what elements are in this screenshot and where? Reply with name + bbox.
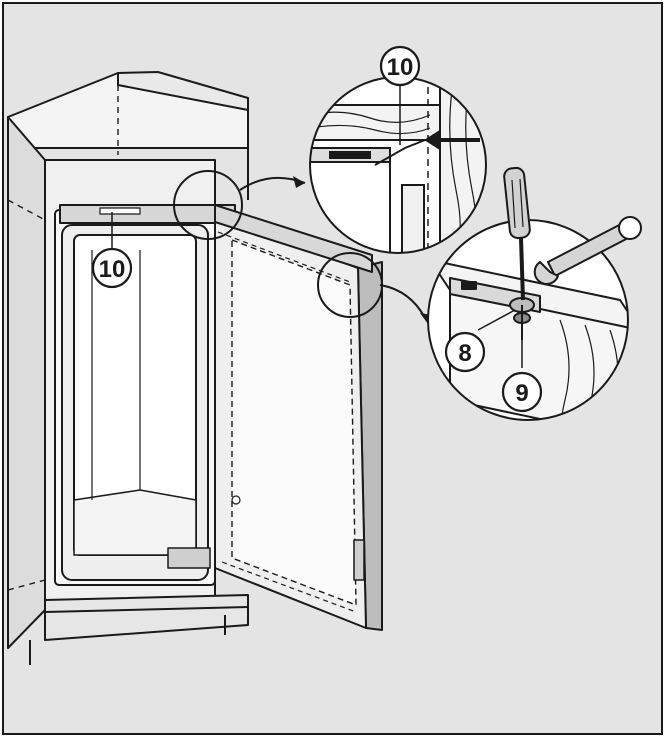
detail-top-arrow-head — [424, 129, 441, 151]
hidden-line-1 — [7, 199, 46, 221]
zoom-circle-top-hinge — [173, 170, 243, 240]
screwdriver-grip-1 — [511, 179, 516, 229]
screwdriver-icon — [503, 166, 531, 301]
screwdriver-handle — [503, 166, 531, 240]
plinth-edge — [44, 606, 249, 613]
screwdriver-shaft — [519, 237, 525, 301]
door-inner-panel — [231, 239, 357, 606]
hinge-wood-grain-1 — [559, 319, 576, 420]
label-8-circle — [444, 331, 486, 373]
wood-grain-2 — [310, 124, 431, 135]
door-dash-bottom — [221, 561, 357, 613]
wrench-jaw — [533, 261, 559, 285]
top-rail — [59, 204, 236, 224]
top-rail-slot — [99, 207, 141, 215]
cabinet-left-side — [7, 116, 46, 649]
wrench-ring — [618, 216, 642, 240]
leader-8 — [477, 309, 516, 331]
detail-top-wood — [310, 104, 441, 141]
label-8-text: 8 — [458, 340, 471, 367]
detail-circle-hinge — [427, 219, 629, 421]
label-10-detail-text: 10 — [387, 54, 414, 81]
label-10-cabinet: 10 — [91, 212, 133, 289]
screwdriver-grip-2 — [519, 178, 524, 228]
cabinet-top-back — [117, 71, 249, 111]
label-10-cabinet-circle — [91, 247, 133, 289]
door-top-strip — [214, 204, 373, 273]
hinge-slot — [461, 281, 477, 290]
label-9-text: 9 — [515, 380, 528, 407]
door-hinge-screw — [231, 495, 241, 505]
appliance-body — [54, 204, 236, 586]
label-9-circle — [501, 371, 543, 413]
detail-top-bracket — [374, 139, 426, 166]
cabinet-plinth — [44, 594, 249, 641]
label-9: 9 — [501, 371, 543, 413]
door — [214, 204, 383, 631]
detail-circle-top — [309, 76, 487, 254]
door-dash-top — [217, 231, 351, 283]
label-8: 8 — [444, 331, 486, 373]
label-10-detail-circle — [379, 45, 421, 87]
detail-top-block — [401, 184, 425, 253]
wrench-icon — [533, 216, 642, 285]
label-10-detail: 10 — [379, 45, 421, 87]
label-10-cabinet-text: 10 — [99, 256, 126, 283]
arrow-head-top — [293, 176, 305, 188]
detail-top-strip — [329, 151, 371, 159]
door-handle — [353, 539, 365, 581]
bottom-hinge — [167, 547, 211, 569]
